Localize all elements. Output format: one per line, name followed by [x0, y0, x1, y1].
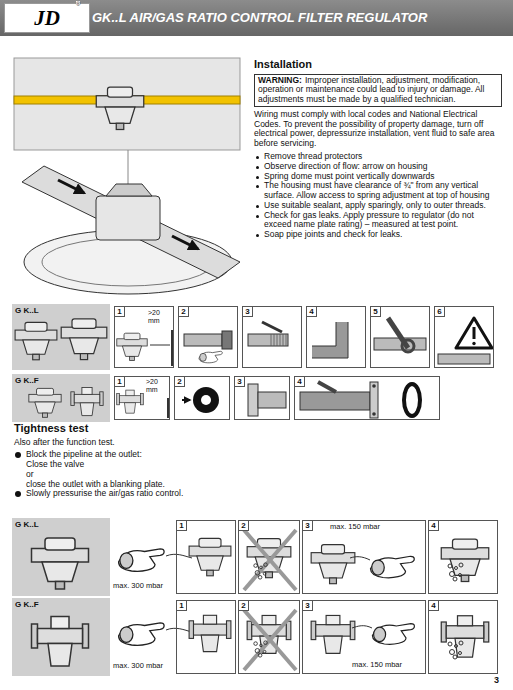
row-label-box: G K..F [12, 598, 110, 676]
section-heading: Tightness test [14, 422, 88, 434]
step-number: 4 [294, 376, 305, 387]
bullet-text: Block the pipeline at the outlet: [26, 449, 142, 459]
row-label: G K..L [15, 306, 39, 315]
row-label: G K..F [15, 600, 39, 609]
body-text: Also after the function test. [14, 437, 115, 447]
row-label-box: G K..L [12, 304, 110, 370]
text-block: or [14, 470, 264, 480]
step-frame: 5 [370, 306, 430, 368]
step-frame: 6 [434, 306, 494, 368]
step-number: 1 [114, 306, 125, 317]
bullet-text: Observe direction of flow: arrow on hous… [264, 161, 427, 171]
step-number: 6 [434, 306, 445, 317]
row-label-box: G K..L [12, 518, 110, 596]
step-frame: 4 [428, 600, 498, 674]
step-frame: 1 [176, 520, 236, 594]
bullet-text: Close the valve [26, 459, 84, 469]
warning-label: WARNING: [258, 75, 302, 85]
bullet-text: The housing must have clearance of ¾" fr… [264, 180, 489, 200]
text-block: Block the pipeline at the outlet: [14, 450, 264, 460]
step-number: 2 [178, 306, 189, 317]
step-number: 2 [238, 600, 249, 611]
step-frame: 2 [174, 376, 230, 420]
step-frame: 3 [242, 306, 302, 368]
step-frame: 4 [428, 520, 498, 594]
text-block: close the outlet with a blanking plate. [14, 480, 264, 490]
text-column: InstallationWARNING:Improper installatio… [254, 58, 502, 240]
text-block: Installation [254, 58, 502, 71]
pressure-label: max. 150 mbar [330, 523, 380, 531]
step-number: 4 [306, 306, 317, 317]
text-block: Also after the function test. [14, 438, 264, 448]
step-number: 3 [302, 600, 313, 611]
step-number: 3 [234, 376, 245, 387]
text-block: The housing must have clearance of ¾" fr… [254, 181, 502, 201]
text-block: Observe direction of flow: arrow on hous… [254, 162, 502, 172]
bullet-text: close the outlet with a blanking plate. [26, 479, 165, 489]
bullet-text: Use suitable sealant, apply sparingly, o… [264, 200, 486, 210]
step-number: 4 [428, 520, 439, 531]
step-number: 5 [370, 306, 381, 317]
bullet-text: Slowly pressurise the air/gas ratio cont… [26, 488, 183, 498]
body-text: Wiring must comply with local codes and … [254, 109, 495, 148]
text-block: Remove thread protectors [254, 152, 502, 162]
step-frame: 4 [294, 376, 440, 420]
dimension-label: >20 mm [148, 309, 170, 324]
step-number: 1 [114, 376, 125, 387]
row-label-box: G K..F [12, 374, 110, 422]
step-frame: 2 [238, 600, 300, 674]
bullet-text: Spring dome must point vertically downwa… [264, 171, 435, 181]
dimension-label: >20 mm [146, 378, 166, 393]
text-block: Wiring must comply with local codes and … [254, 110, 502, 149]
pressure-label: max. 150 mbar [352, 661, 402, 669]
bullet-text: Remove thread protectors [264, 151, 362, 161]
bullet-text: Check for gas leaks. Apply pressure to r… [264, 210, 474, 230]
text-block: Check for gas leaks. Apply pressure to r… [254, 211, 502, 231]
pressure-label: max. 300 mbar [113, 582, 163, 590]
step-number: 3 [242, 306, 253, 317]
step-frame: 2 [238, 520, 300, 594]
text-block: Tightness test [14, 422, 264, 435]
page-title: GK..L AIR/GAS RATIO CONTROL FILTER REGUL… [92, 10, 427, 25]
text-block: Use suitable sealant, apply sparingly, o… [254, 201, 502, 211]
trademark-mark: ® [76, 1, 80, 8]
step-number: 2 [174, 376, 185, 387]
step-number: 1 [176, 600, 187, 611]
step-frame: 1 [176, 600, 236, 674]
pressure-label: max. 300 mbar [113, 662, 163, 670]
step-number: 1 [176, 520, 187, 531]
text-column: Tightness testAlso after the function te… [14, 422, 264, 499]
row-label: G K..L [15, 520, 39, 529]
text-block: WARNING:Improper installation, adjustmen… [254, 74, 502, 107]
bullet-text: Soap pipe joints and check for leaks. [264, 229, 402, 239]
bullet-text: or [26, 469, 34, 479]
step-number: 2 [238, 520, 249, 531]
text-block: Soap pipe joints and check for leaks. [254, 230, 502, 240]
step-frame: 3 [234, 376, 290, 420]
step-number: 4 [428, 600, 439, 611]
text-block: Spring dome must point vertically downwa… [254, 172, 502, 182]
step-frame: 4 [306, 306, 366, 368]
section-heading: Installation [254, 58, 312, 70]
step-frame: 2 [178, 306, 238, 368]
text-block: Close the valve [14, 460, 264, 470]
row-label: G K..F [15, 376, 39, 385]
text-block: Slowly pressurise the air/gas ratio cont… [14, 489, 264, 499]
step-number: 3 [302, 520, 313, 531]
page-number: 3 [494, 676, 499, 686]
logo-text: JD [5, 6, 89, 30]
